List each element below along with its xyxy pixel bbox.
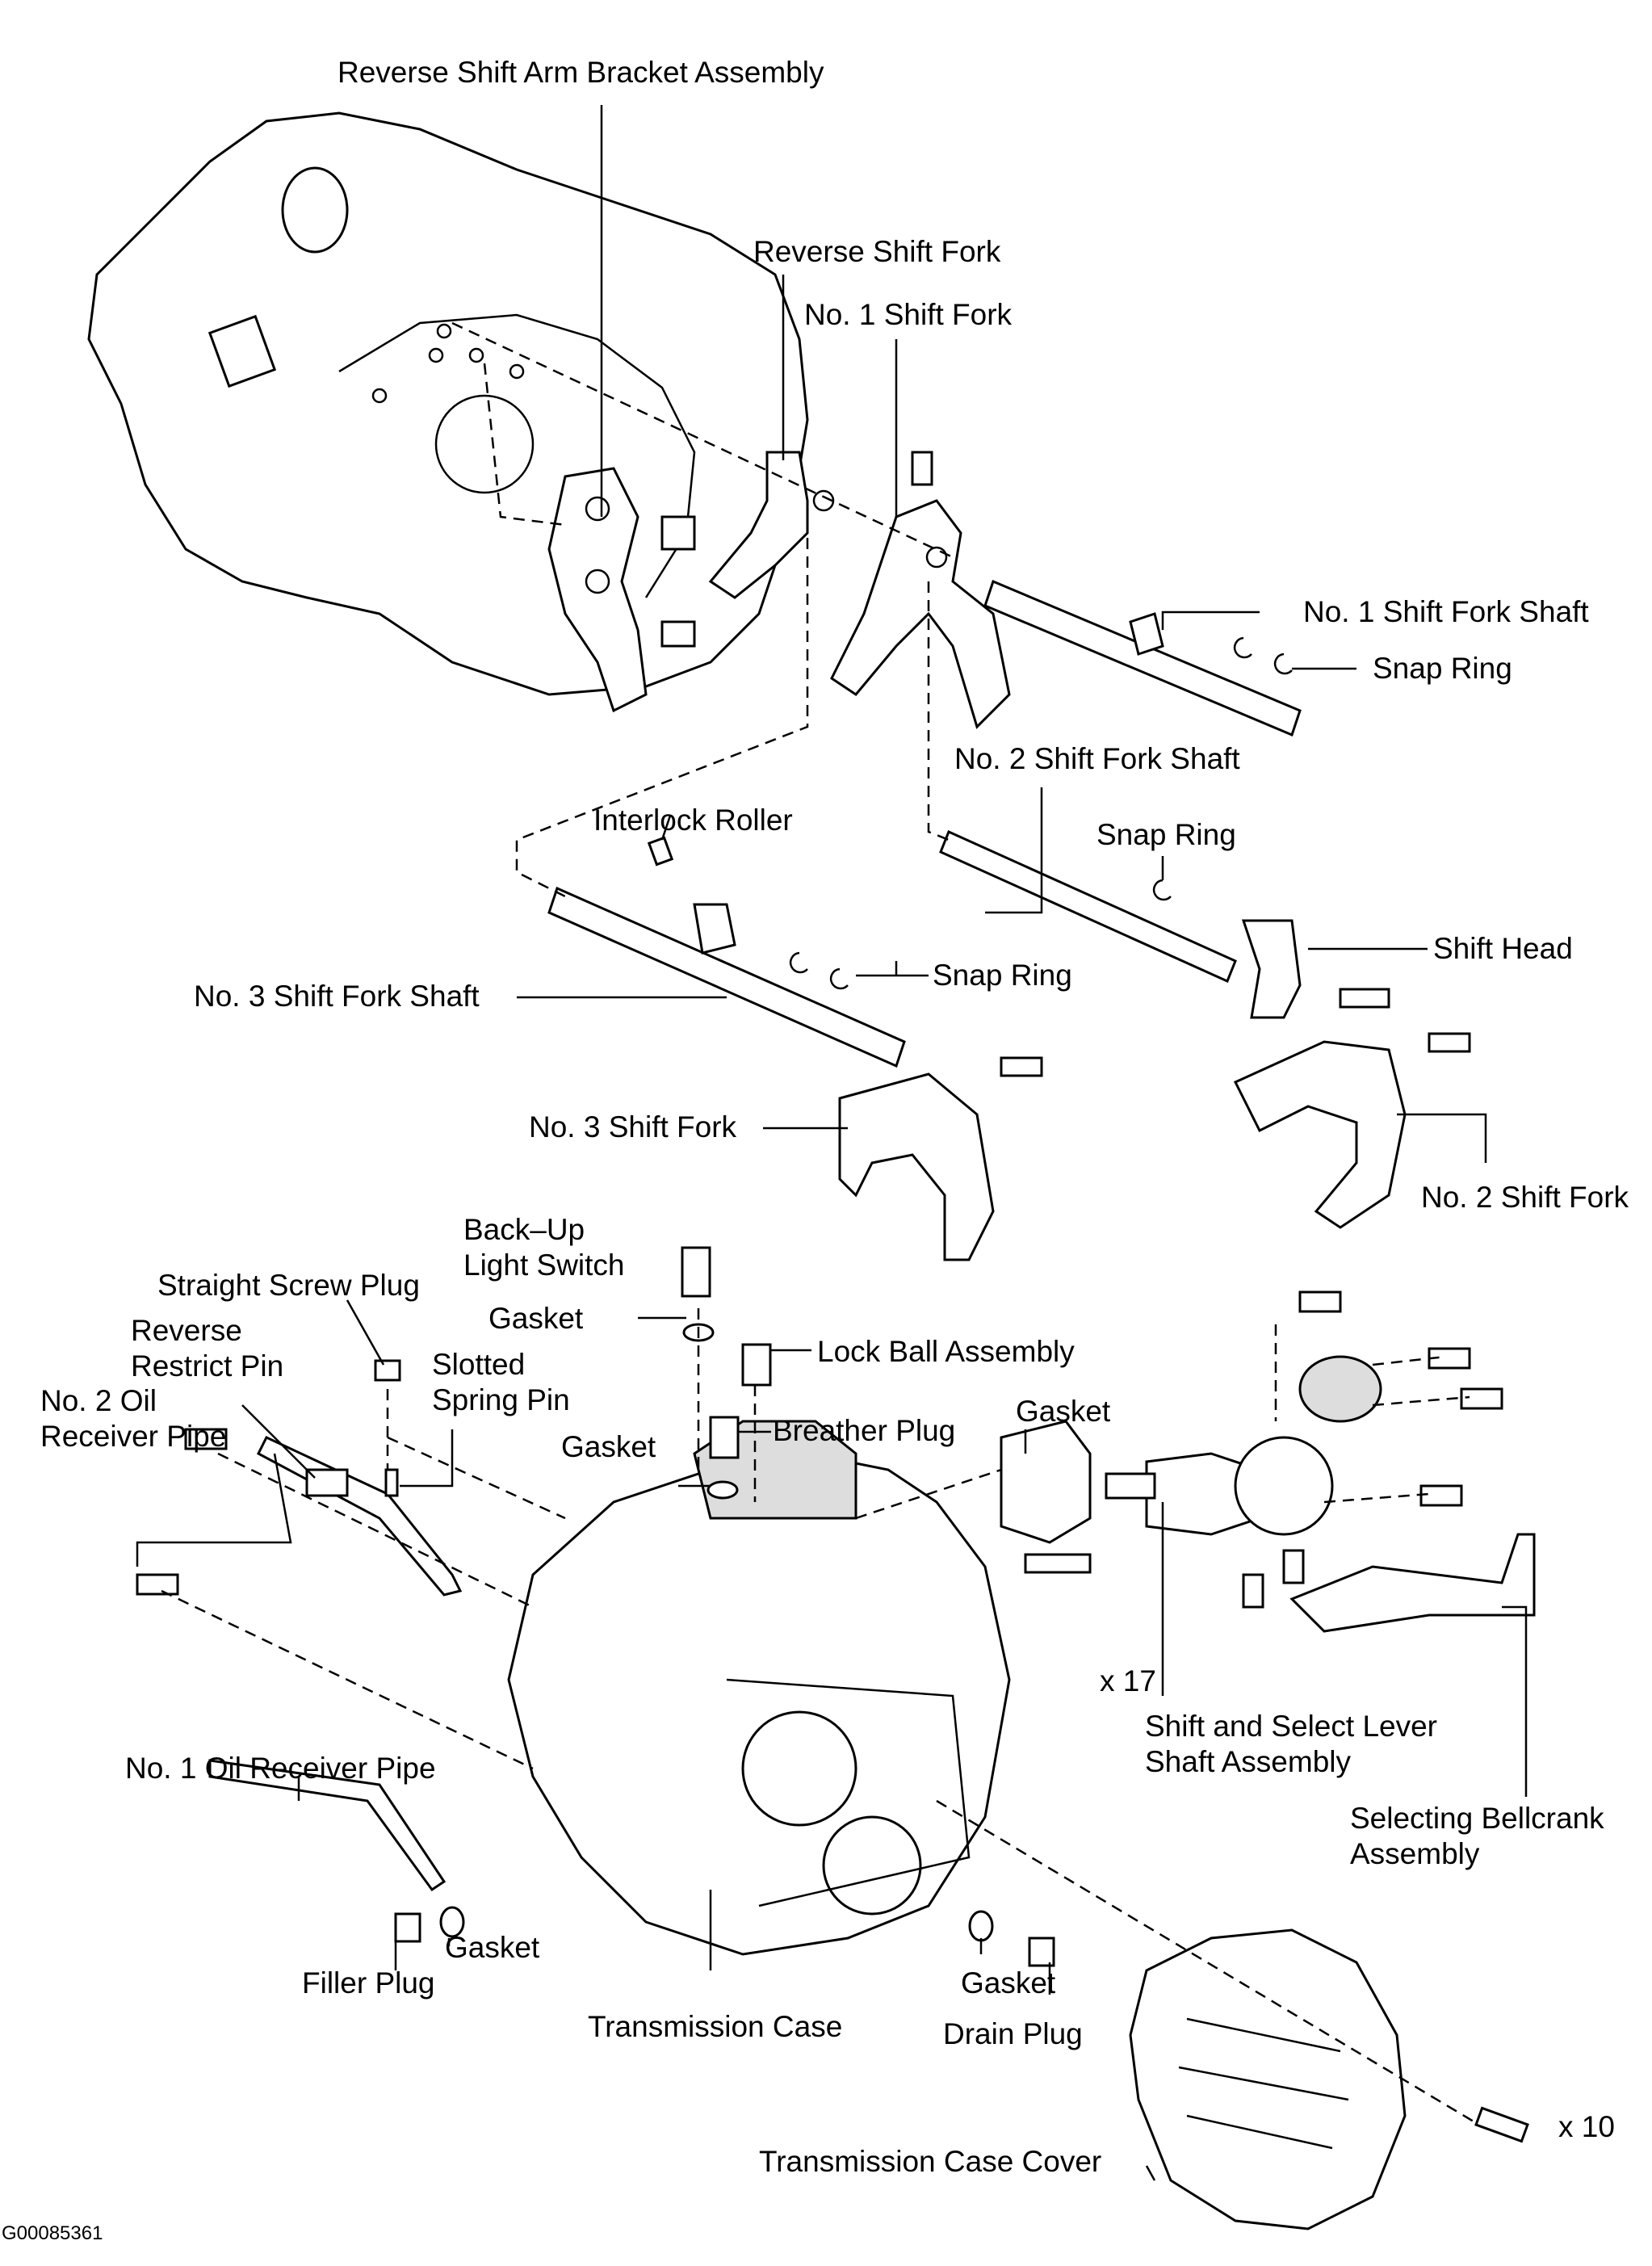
reverse-shift-fork-part — [708, 451, 835, 599]
assembly-line — [927, 581, 950, 841]
label-selecting-bellcrank-line2: Assembly — [1350, 1837, 1480, 1870]
label-reverse-restrict-pin-line2: Restrict Pin — [131, 1349, 284, 1383]
leader-line — [400, 1429, 454, 1488]
no2-shift-fork-shaft-part — [939, 829, 1237, 984]
label-shift-select-lever-line2: Shaft Assembly — [1145, 1745, 1352, 1778]
leader-line — [985, 787, 1043, 914]
straight-screw-plug-part — [374, 1359, 401, 1382]
back-up-light-switch-part — [681, 1246, 711, 1298]
no1-shift-fork-part — [830, 451, 1011, 729]
leader-line — [1502, 1605, 1528, 1797]
no3-shift-fork-part — [838, 1056, 1043, 1261]
label-breather-plug: Breather Plug — [773, 1414, 956, 1447]
reference-code: G00085361 — [2, 2222, 103, 2244]
label-interlock-roller: Interlock Roller — [593, 804, 793, 837]
gasket-drain-part — [968, 1910, 994, 1942]
leader-line — [1145, 2165, 1156, 2181]
leader-line — [1397, 1113, 1487, 1163]
shift-select-lever-shaft-part — [1105, 1290, 1503, 1536]
breather-plug-part — [709, 1416, 740, 1459]
label-shift-head: Shift Head — [1433, 932, 1573, 965]
label-no2-oil-receiver-pipe-line2: Receiver Pipe — [40, 1420, 227, 1453]
label-back-up-light-switch-line1: Back–Up — [463, 1213, 585, 1246]
lock-ball-assembly-part — [741, 1343, 772, 1387]
label-lock-ball-assembly: Lock Ball Assembly — [817, 1335, 1075, 1368]
label-gasket-4: Gasket — [961, 1966, 1056, 2000]
label-reverse-restrict-pin-line1: Reverse — [131, 1314, 242, 1347]
assembly-line — [217, 1452, 534, 1609]
assembly-line — [1323, 1355, 1470, 1504]
shift-head-part — [1241, 919, 1390, 1019]
reverse-shift-arm-bracket-part — [547, 467, 696, 713]
label-gasket-3: Gasket — [561, 1430, 656, 1463]
drain-plug-part — [1028, 1937, 1055, 1967]
assembly-line — [855, 1468, 1002, 1520]
assembly-line — [387, 1436, 566, 1520]
gasket-filler-part — [439, 1906, 465, 1938]
no2-shift-fork-part — [1233, 1032, 1471, 1229]
label-slotted-spring-pin-line2: Spring Pin — [432, 1383, 570, 1416]
gasket-breather-part — [707, 1480, 739, 1500]
label-no1-shift-fork: No. 1 Shift Fork — [804, 298, 1013, 331]
leader-line — [1161, 611, 1260, 630]
label-no2-oil-receiver-pipe-line1: No. 2 Oil — [40, 1384, 157, 1417]
filler-plug-part — [394, 1912, 421, 1943]
transmission-case-cover-part — [1129, 1928, 1529, 2230]
assembly-line — [161, 1589, 534, 1770]
label-transmission-case: Transmission Case — [588, 2010, 843, 2043]
clutch-housing-part — [87, 111, 809, 696]
interlock-roller-part — [647, 836, 674, 867]
selecting-bellcrank-part — [1242, 1533, 1536, 1633]
label-no1-oil-receiver-pipe: No. 1 Oil Receiver Pipe — [125, 1752, 436, 1785]
label-transmission-case-cover: Transmission Case Cover — [759, 2145, 1102, 2178]
assembly-line — [483, 363, 566, 527]
label-snap-ring-1: Snap Ring — [1373, 652, 1512, 685]
label-slotted-spring-pin-line1: Slotted — [432, 1348, 526, 1381]
label-reverse-shift-arm-bracket-assembly: Reverse Shift Arm Bracket Assembly — [338, 56, 824, 89]
label-no2-shift-fork-shaft: No. 2 Shift Fork Shaft — [954, 742, 1240, 775]
leader-line — [346, 1299, 385, 1366]
leader-line — [660, 815, 672, 841]
label-x17: x 17 — [1100, 1664, 1156, 1697]
assembly-line — [936, 1799, 1478, 2125]
label-no3-shift-fork-shaft: No. 3 Shift Fork Shaft — [194, 980, 480, 1013]
label-snap-ring-3: Snap Ring — [933, 959, 1072, 992]
no1-shift-fork-shaft-part — [983, 579, 1302, 737]
label-gasket-2: Gasket — [1016, 1395, 1111, 1428]
leader-line — [136, 1453, 292, 1567]
label-reverse-shift-fork: Reverse Shift Fork — [753, 235, 1001, 268]
label-gasket-5: Gasket — [445, 1931, 540, 1964]
label-filler-plug: Filler Plug — [302, 1966, 435, 2000]
leader-line — [856, 961, 929, 977]
label-back-up-light-switch-line2: Light Switch — [463, 1248, 625, 1282]
label-no2-shift-fork: No. 2 Shift Fork — [1421, 1181, 1629, 1214]
assembly-line — [515, 501, 809, 898]
label-no3-shift-fork: No. 3 Shift Fork — [529, 1110, 737, 1143]
label-straight-screw-plug: Straight Screw Plug — [157, 1269, 420, 1302]
leader-line — [241, 1404, 316, 1479]
label-snap-ring-2: Snap Ring — [1096, 818, 1236, 851]
label-x10: x 10 — [1558, 2110, 1615, 2143]
gasket-part — [1000, 1420, 1092, 1544]
slotted-spring-pin-part — [384, 1468, 399, 1497]
label-drain-plug: Drain Plug — [943, 2017, 1083, 2050]
label-selecting-bellcrank-line1: Selecting Bellcrank — [1350, 1802, 1604, 1835]
no3-shift-fork-shaft-part — [547, 886, 906, 1068]
transmission-case-part — [507, 1420, 1011, 1956]
label-gasket-1: Gasket — [488, 1302, 584, 1335]
oil-receiver-pipes-part — [136, 1428, 463, 1892]
label-no1-shift-fork-shaft: No. 1 Shift Fork Shaft — [1303, 595, 1589, 628]
case-bolt-part — [1024, 1553, 1092, 1574]
reverse-restrict-pin-part — [305, 1468, 349, 1497]
label-shift-select-lever-line1: Shift and Select Lever — [1145, 1710, 1437, 1743]
